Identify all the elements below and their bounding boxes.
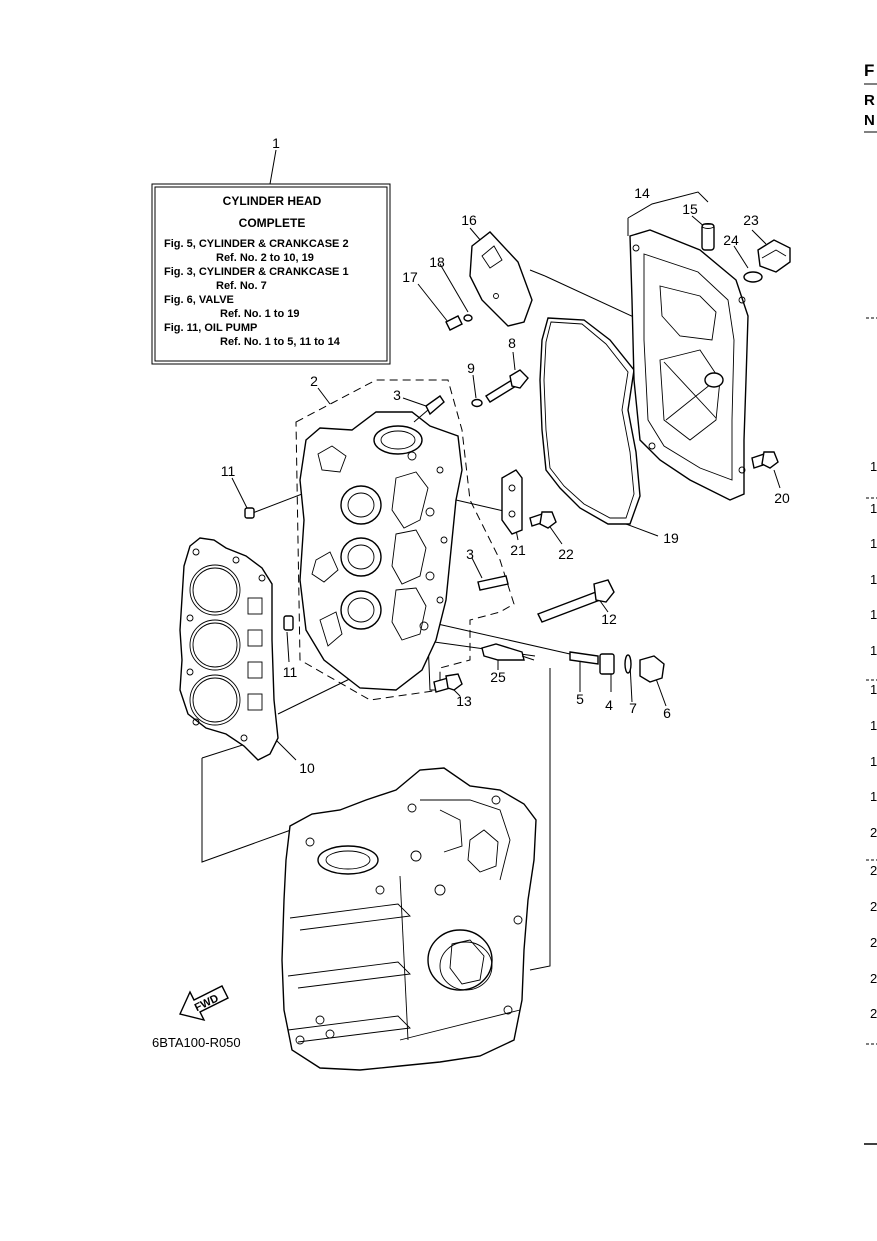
callout-3-upper: 3 [393, 387, 401, 403]
callout-2: 2 [310, 373, 318, 389]
part-4-sleeve [599, 653, 615, 675]
info-box-ref-fig3-range: Ref. No. 7 [216, 280, 267, 292]
callout-18: 18 [429, 254, 445, 270]
fwd-arrow-icon: FWD [179, 985, 229, 1022]
right-edge-table-fragment: F R N 1 1 1 1 1 1 1 1 1 1 2 2 2 2 2 2 [864, 61, 877, 1145]
edge-ref-7: 1 [870, 682, 877, 697]
drawing-code: 6BTA100-R050 [152, 1035, 241, 1050]
callout-19: 19 [663, 530, 679, 546]
callout-22: 22 [558, 546, 574, 562]
info-box-title-line2: COMPLETE [239, 216, 306, 230]
edge-ref-2: 1 [870, 501, 877, 516]
edge-ref-15: 2 [870, 971, 877, 986]
info-box-ref-fig11-range: Ref. No. 1 to 5, 11 to 14 [220, 336, 341, 348]
washer-18 [463, 314, 473, 322]
fwd-label: FWD [193, 992, 221, 1014]
info-box-ref-fig6: Fig. 6, VALVE [164, 294, 234, 306]
callout-9: 9 [467, 360, 475, 376]
part-6-plug [639, 655, 665, 683]
callout-13: 13 [456, 693, 472, 709]
edge-ref-5: 1 [870, 607, 877, 622]
info-box-ref-fig5: Fig. 5, CYLINDER & CRANKCASE 2 [164, 238, 349, 250]
part-7-o-ring [624, 654, 632, 674]
info-box-ref-fig3: Fig. 3, CYLINDER & CRANKCASE 1 [164, 266, 349, 278]
callout-8: 8 [508, 335, 516, 351]
callout-numbers: 1 2 3 3 4 5 6 7 8 9 10 11 11 12 13 14 15… [221, 135, 790, 776]
part-5-bolt [569, 651, 599, 665]
edge-ref-10: 1 [870, 789, 877, 804]
callout-10: 10 [299, 760, 315, 776]
callout-14: 14 [634, 185, 650, 201]
edge-header-n: N [864, 112, 875, 129]
callout-16: 16 [461, 212, 477, 228]
info-box-title-line1: CYLINDER HEAD [223, 194, 322, 208]
exhaust-cover-14 [629, 229, 749, 501]
edge-ref-12: 2 [870, 863, 877, 878]
spark-plug-25 [481, 643, 535, 661]
dowel-pin-lower [283, 615, 294, 631]
callout-23: 23 [743, 212, 759, 228]
long-bolt-12 [537, 579, 615, 623]
cylinder-head-complete-boundary [295, 379, 515, 701]
callout-1: 1 [272, 135, 280, 151]
callout-21: 21 [510, 542, 526, 558]
callout-20: 20 [774, 490, 790, 506]
edge-ref-3: 1 [870, 536, 877, 551]
part-15-insert [701, 223, 715, 251]
callout-6: 6 [663, 705, 671, 721]
edge-header-r: R [864, 92, 875, 109]
edge-ref-1: 1 [870, 459, 877, 474]
bolt-20 [751, 451, 779, 469]
callout-17: 17 [402, 269, 418, 285]
gasket-19 [539, 317, 641, 525]
edge-ref-9: 1 [870, 754, 877, 769]
head-gasket [179, 537, 279, 761]
edge-header-f: F [864, 61, 874, 80]
o-ring-24 [743, 271, 763, 283]
callout-12: 12 [601, 611, 617, 627]
callout-24: 24 [723, 232, 739, 248]
bolt-13 [433, 673, 463, 693]
info-box-ref-fig6-range: Ref. No. 1 to 19 [220, 308, 299, 320]
edge-ref-16: 2 [870, 1006, 877, 1021]
callout-11-lower: 11 [283, 664, 298, 680]
bolt-22 [529, 511, 557, 529]
stud-bolt-upper [413, 395, 445, 423]
edge-ref-8: 1 [870, 718, 877, 733]
callout-4: 4 [605, 697, 613, 713]
bracket-21 [501, 469, 523, 535]
edge-ref-14: 2 [870, 935, 877, 950]
callout-15: 15 [682, 201, 698, 217]
dowel-pin-upper [244, 507, 255, 519]
edge-ref-13: 2 [870, 899, 877, 914]
edge-ref-4: 1 [870, 572, 877, 587]
callout-5: 5 [576, 691, 584, 707]
cylinder-block [281, 767, 537, 1071]
cylinder-head [299, 411, 463, 691]
bolt-17 [445, 315, 463, 331]
info-box-ref-fig11: Fig. 11, OIL PUMP [164, 322, 257, 334]
info-box: CYLINDER HEAD COMPLETE Fig. 5, CYLINDER … [151, 183, 391, 365]
washer-9 [471, 398, 483, 408]
info-box-inner-frame [154, 186, 388, 362]
stud-bolt-lower [477, 575, 509, 591]
callout-11-upper: 11 [221, 463, 236, 479]
info-box-ref-fig5-range: Ref. No. 2 to 10, 19 [216, 252, 314, 264]
edge-ref-11: 2 [870, 825, 877, 840]
edge-ref-6: 1 [870, 643, 877, 658]
bolt-8 [485, 369, 529, 403]
parts: FWD [179, 223, 791, 1071]
callout-3-lower: 3 [466, 546, 474, 562]
callout-25: 25 [490, 669, 506, 685]
gasket-16 [469, 231, 533, 327]
info-box-outer-frame [151, 183, 391, 365]
callout-7: 7 [629, 700, 637, 716]
plug-23 [757, 239, 791, 273]
